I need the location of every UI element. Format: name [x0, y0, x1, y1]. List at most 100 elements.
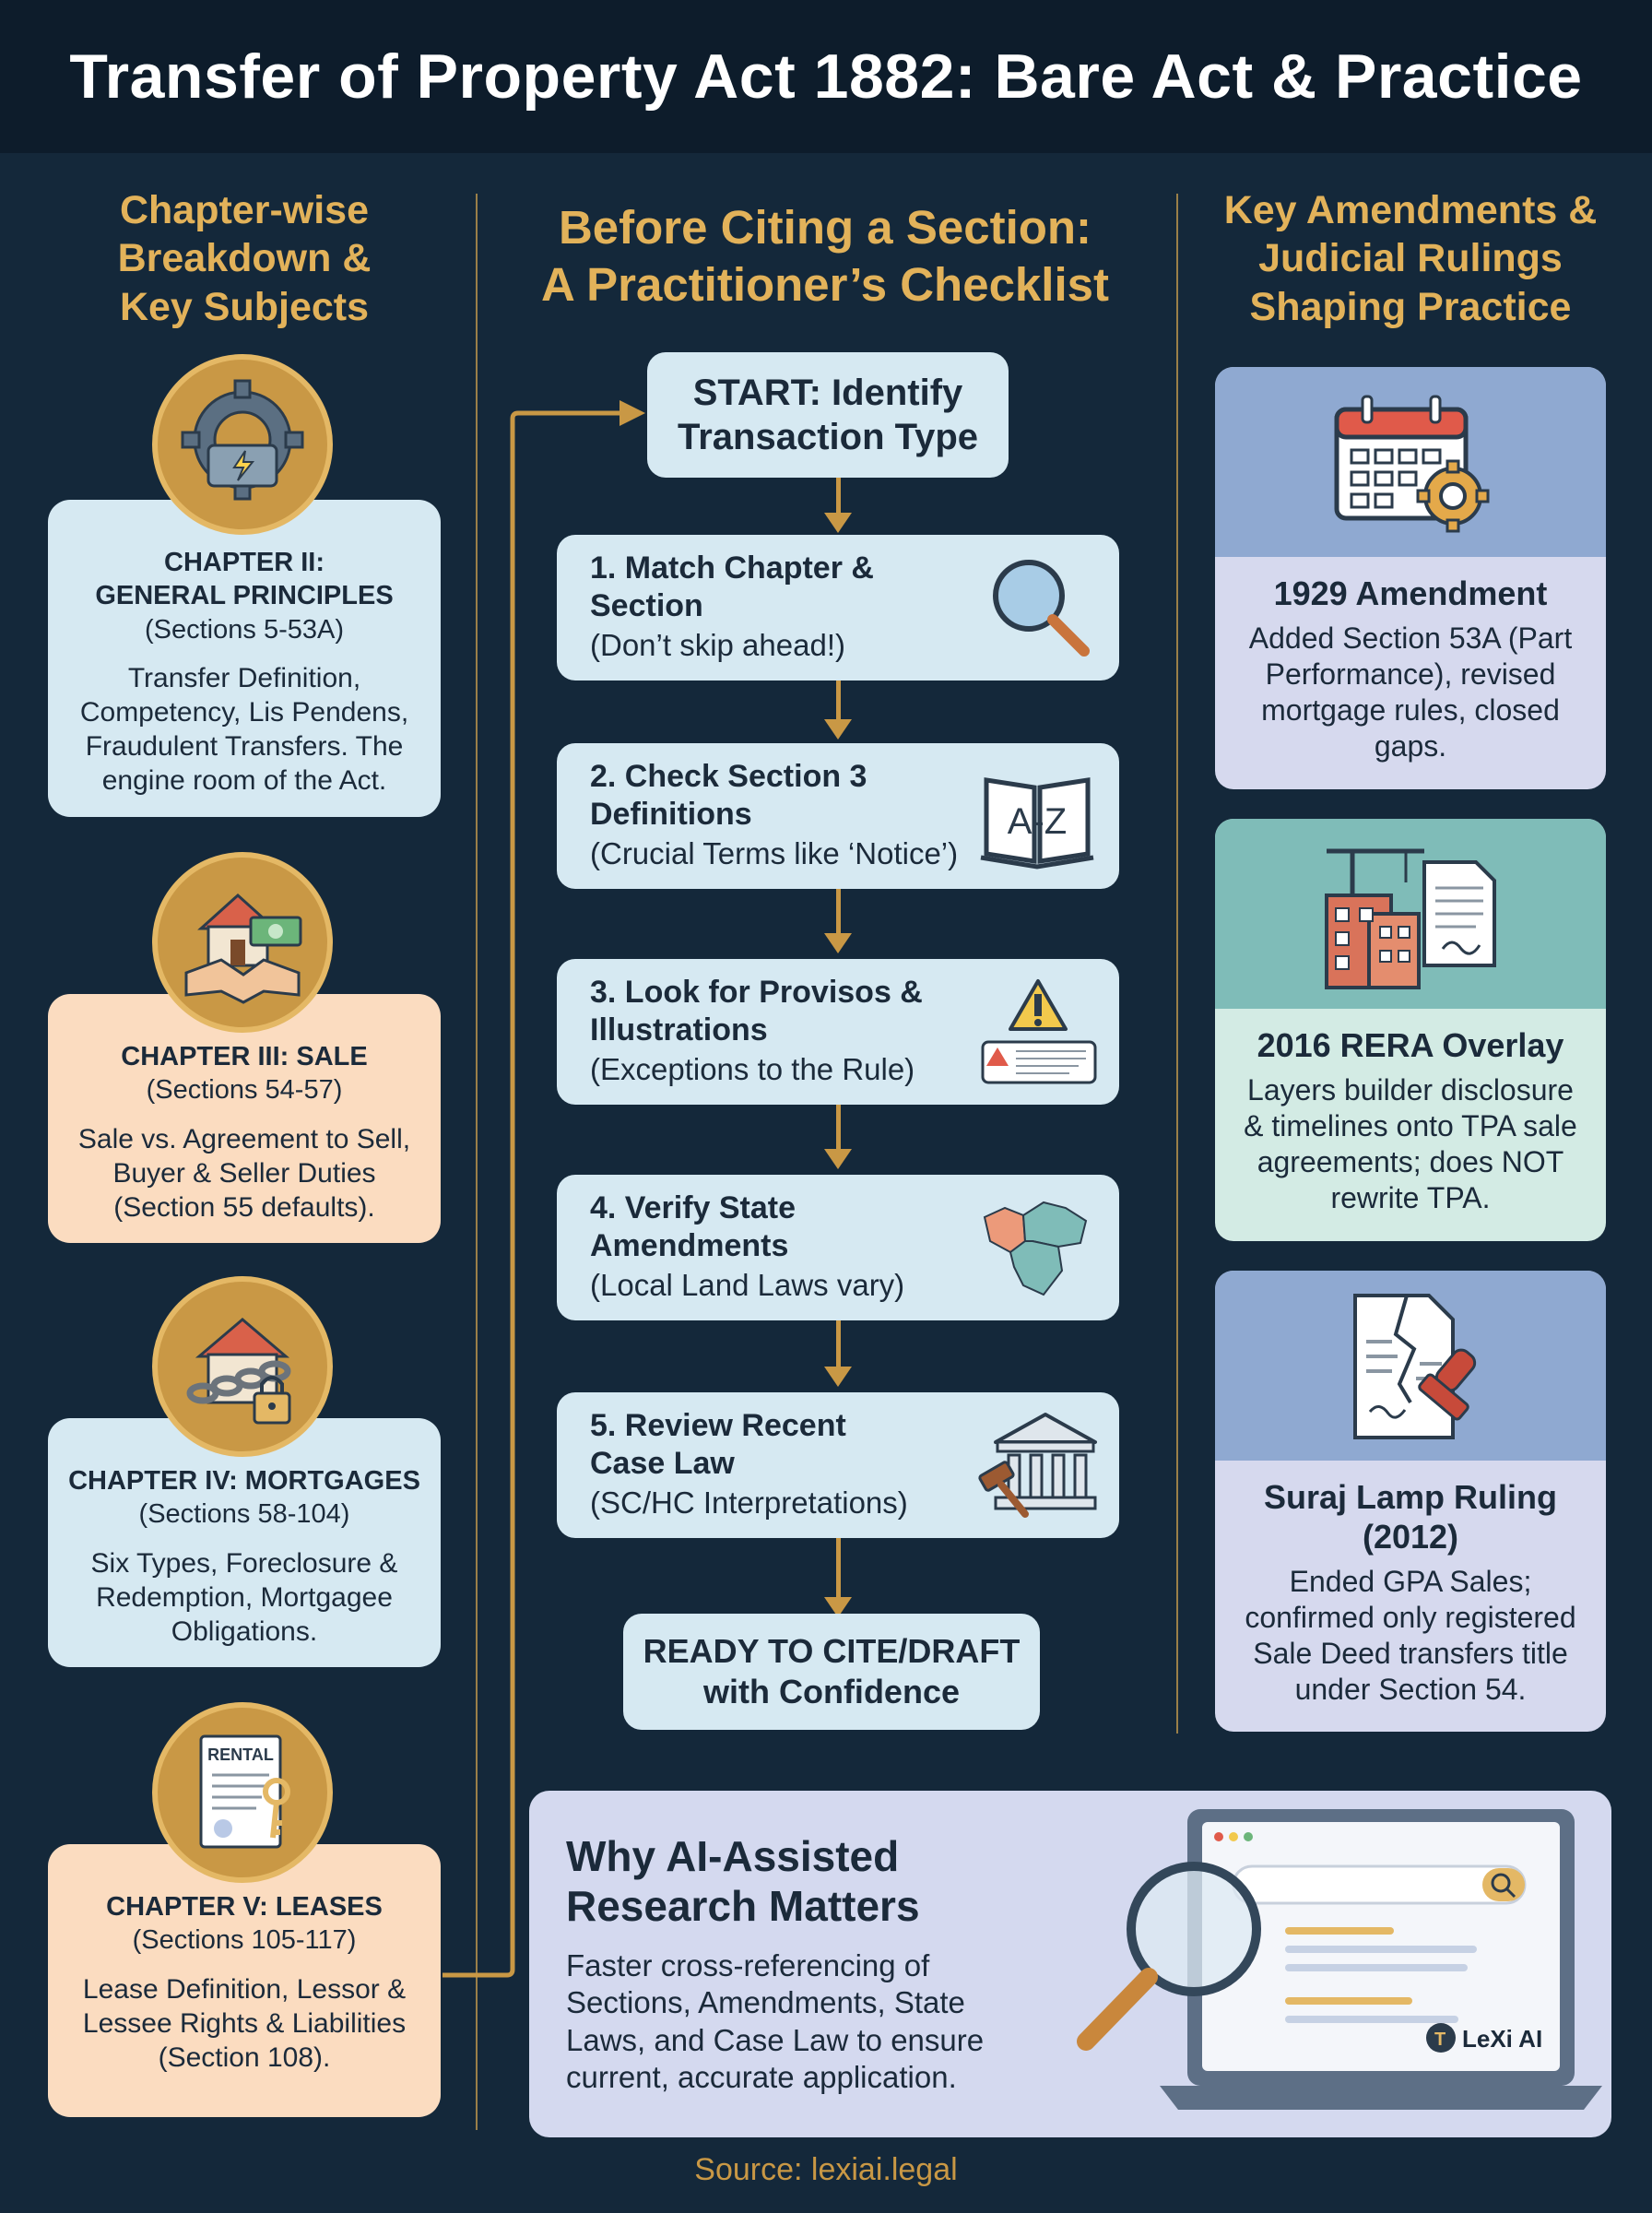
- step-title-line: Definitions: [590, 797, 752, 833]
- desc-line: Ended GPA Sales;: [1289, 1565, 1532, 1599]
- step-title: 1. Match Chapter & Section: [590, 550, 959, 626]
- desc-line: Sections, Amendments, State: [566, 1985, 965, 2020]
- torn-document-stamp-icon: [1353, 1294, 1477, 1439]
- chapter-title: CHAPTER V: LEASES: [106, 1892, 383, 1922]
- card-description: Added Section 53A (Part Performance), re…: [1239, 621, 1582, 764]
- desc-line: Obligations.: [171, 1615, 318, 1647]
- desc-line: under Section 54.: [1294, 1673, 1527, 1707]
- checklist-step-4: 4. Verify State Amendments (Local Land L…: [557, 1175, 1119, 1320]
- card-title: 2016 RERA Overlay: [1257, 1026, 1564, 1064]
- chapter-title-line: GENERAL PRINCIPLES: [95, 581, 394, 611]
- construction-document-icon: [1325, 848, 1496, 989]
- heading-line: Chapter-wise: [119, 188, 369, 232]
- flow-arrow-head: [824, 513, 852, 533]
- desc-line: Fraudulent Transfers. The: [85, 731, 404, 763]
- gear-engine-icon: [152, 354, 333, 535]
- step-subtitle: (Don’t skip ahead!): [590, 627, 845, 662]
- chapter-description: Lease Definition, Lessor & Lessee Rights…: [66, 1972, 422, 2076]
- chapter-card-mortgages: CHAPTER IV: MORTGAGES (Sections 58-104) …: [48, 1418, 441, 1667]
- step-title-line: 5. Review Recent: [590, 1408, 846, 1443]
- chapter-title: CHAPTER II: GENERAL PRINCIPLES: [66, 546, 422, 613]
- step-title-line: Illustrations: [590, 1012, 768, 1048]
- flow-arrow: [836, 1105, 841, 1149]
- chapter-card-general-principles: CHAPTER II: GENERAL PRINCIPLES (Sections…: [48, 500, 441, 817]
- flow-arrow: [836, 1538, 841, 1597]
- calendar-gear-icon: [1334, 395, 1490, 533]
- ai-panel-description: Faster cross-referencing of Sections, Am…: [566, 1947, 1027, 2096]
- desc-line: (Section 55 defaults).: [113, 1191, 375, 1223]
- magnifier-icon: [977, 553, 1097, 662]
- start-box: START: Identify Transaction Type: [647, 352, 1009, 478]
- chapter-title-line: CHAPTER II:: [164, 548, 324, 577]
- flow-arrow: [836, 1320, 841, 1367]
- desc-line: Lease Definition, Lessor &: [82, 1973, 407, 2005]
- card-suraj-lamp-ruling: Suraj Lamp Ruling (2012) Ended GPA Sales…: [1215, 1271, 1606, 1732]
- step-title: 2. Check Section 3 Definitions: [590, 758, 959, 834]
- house-handshake-icon: [152, 852, 333, 1033]
- desc-line: Faster cross-referencing of: [566, 1948, 930, 1982]
- step-title-line: 4. Verify State: [590, 1190, 796, 1225]
- desc-line: Transfer Definition,: [127, 662, 361, 693]
- desc-line: Six Types, Foreclosure &: [90, 1547, 398, 1579]
- checklist-step-3: 3. Look for Provisos & Illustrations (Ex…: [557, 959, 1119, 1105]
- courthouse-gavel-icon: [977, 1411, 1097, 1520]
- page-title: Transfer of Property Act 1882: Bare Act …: [69, 41, 1583, 112]
- step-title: 5. Review Recent Case Law: [590, 1407, 959, 1484]
- house-chain-lock-icon: [152, 1276, 333, 1457]
- heading-line: Shaping Practice: [1249, 284, 1572, 329]
- ai-title-line: Research Matters: [566, 1882, 920, 1931]
- heading-line: Key Amendments &: [1223, 188, 1598, 232]
- chapter-sections: (Sections 58-104): [138, 1499, 350, 1530]
- column-divider-left: [476, 194, 478, 2130]
- ready-to-cite-box: READY TO CITE/DRAFT with Confidence: [623, 1614, 1040, 1730]
- step-subtitle: (Local Land Laws vary): [590, 1267, 905, 1302]
- flow-arrow-head: [824, 933, 852, 953]
- card-description: Ended GPA Sales; confirmed only register…: [1239, 1564, 1582, 1708]
- desc-line: Buyer & Seller Duties: [112, 1157, 376, 1189]
- desc-line: confirmed only registered: [1245, 1601, 1576, 1635]
- card-title: Suraj Lamp Ruling (2012): [1239, 1477, 1582, 1556]
- ai-research-panel: Why AI-Assisted Research Matters Faster …: [529, 1791, 1611, 2137]
- state-map-icon: [977, 1193, 1097, 1302]
- desc-line: Sale Deed transfers title: [1253, 1637, 1568, 1671]
- chapter-title: CHAPTER III: SALE: [121, 1042, 368, 1071]
- desc-line: Competency, Lis Pendens,: [79, 696, 409, 728]
- rental-label: RENTAL: [207, 1746, 274, 1764]
- dictionary-book-icon: A-Z: [977, 762, 1097, 870]
- desc-line: Sale vs. Agreement to Sell,: [77, 1123, 411, 1154]
- flow-arrow-head: [824, 1367, 852, 1387]
- start-line: Transaction Type: [677, 417, 978, 457]
- card-title-line: Suraj Lamp Ruling: [1263, 1478, 1558, 1516]
- desc-line: rewrite TPA.: [1330, 1181, 1491, 1215]
- card-description: Layers builder disclosure & timelines on…: [1239, 1072, 1582, 1216]
- checklist-step-1: 1. Match Chapter & Section (Don’t skip a…: [557, 535, 1119, 680]
- chapter-description: Sale vs. Agreement to Sell, Buyer & Sell…: [66, 1122, 422, 1225]
- desc-line: Layers builder disclosure: [1247, 1073, 1574, 1107]
- chapter-card-leases: CHAPTER V: LEASES (Sections 105-117) Lea…: [48, 1844, 441, 2117]
- desc-line: Lessee Rights & Liabilities: [82, 2007, 407, 2039]
- end-line: READY TO CITE/DRAFT: [643, 1632, 1021, 1671]
- chapter-sections: (Sections 54-57): [146, 1075, 343, 1106]
- flow-arrow-head: [824, 1597, 852, 1617]
- desc-line: Performance), revised: [1265, 657, 1556, 692]
- desc-line: & timelines onto TPA sale: [1244, 1109, 1577, 1143]
- heading-line: Breakdown &: [117, 236, 372, 281]
- card-2016-rera-overlay: 2016 RERA Overlay Layers builder disclos…: [1215, 819, 1606, 1241]
- chapter-title: CHAPTER IV: MORTGAGES: [68, 1466, 420, 1496]
- step-title: 4. Verify State Amendments: [590, 1189, 959, 1266]
- flow-arrow: [836, 478, 841, 513]
- heading-line: Key Subjects: [119, 284, 370, 329]
- step-title-line: 1. Match Chapter &: [590, 550, 874, 586]
- end-line: with Confidence: [702, 1673, 960, 1710]
- chapter-description: Transfer Definition, Competency, Lis Pen…: [66, 661, 422, 799]
- desc-line: current, accurate application.: [566, 2059, 957, 2094]
- chapter-description: Six Types, Foreclosure & Redemption, Mor…: [66, 1546, 422, 1650]
- chapter-sections: (Sections 105-117): [132, 1925, 357, 1956]
- brand-name: LeXi AI: [1462, 2025, 1542, 2053]
- brand-mark-letter: T: [1434, 2030, 1446, 2050]
- heading-line: Before Citing a Section:: [558, 201, 1092, 254]
- step-subtitle: (SC/HC Interpretations): [590, 1485, 908, 1520]
- flow-arrow-head: [824, 719, 852, 740]
- card-1929-amendment: 1929 Amendment Added Section 53A (Part P…: [1215, 367, 1606, 789]
- chapter-sections: (Sections 5-53A): [145, 614, 344, 645]
